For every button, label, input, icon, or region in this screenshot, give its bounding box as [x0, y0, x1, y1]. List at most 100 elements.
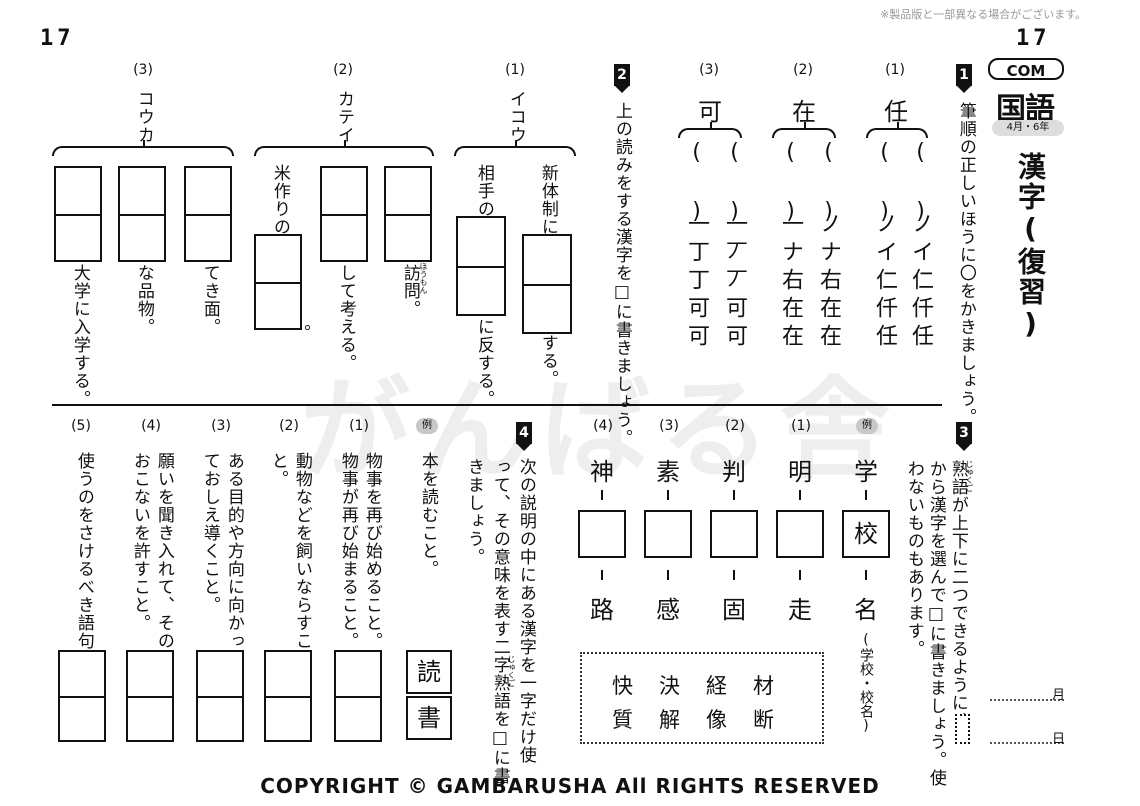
q4-item4-num: (4): [141, 418, 161, 434]
q1-item3-opt-b: 一丁丁可可: [684, 212, 709, 352]
q1-badge: 1: [956, 64, 972, 93]
q3-instruction-1: 熟語が上下に二つできるように、: [947, 460, 968, 730]
q3-item1-dash-bottom: [799, 570, 801, 580]
q2-item2-c2: して考える。: [335, 264, 356, 372]
q3-example-bottom: 名: [854, 596, 878, 624]
q3-item3-bottom: 感: [656, 596, 680, 624]
q3-instruction-3: わないものもあります。: [903, 460, 924, 658]
q2-item2-brace: [254, 140, 434, 156]
q4-item1-text2: 物事が再び始まること。: [337, 452, 358, 650]
q2-item2-box2[interactable]: [320, 166, 368, 262]
q4-ruby: じゅくご: [507, 655, 516, 687]
q3-instruction-2: から漢字を選んで□に書きましょう。使: [925, 460, 946, 787]
q3-item4-dash-bottom: [601, 570, 603, 580]
q4-item4-box[interactable]: [126, 650, 174, 742]
q4-item3-box[interactable]: [196, 650, 244, 742]
q4-item4-text2: おこないを許すこと。: [129, 452, 150, 632]
q2-item3-c3: 大学に入学する。: [69, 264, 90, 408]
q3-item2-dash-top: [733, 490, 735, 500]
q3-instruction-box: [955, 714, 970, 744]
q3-words-row1: 材経決快: [612, 674, 800, 698]
q4-item5-box[interactable]: [58, 650, 106, 742]
q3-item4-num: (4): [593, 418, 613, 434]
q4-item3-text2: ておしえ導くこと。: [199, 452, 220, 614]
q3-ruby: じゅくご: [965, 460, 974, 492]
q1-item3-paren-b[interactable]: ( ): [684, 140, 709, 230]
q1-item1-brace: [866, 122, 928, 138]
q3-item3-box[interactable]: [644, 510, 692, 558]
q3-item3-dash-bottom: [667, 570, 669, 580]
q3-item1-num: (1): [791, 418, 811, 434]
q3-item1-box[interactable]: [776, 510, 824, 558]
q1-item1-paren-b[interactable]: ( ): [872, 140, 897, 230]
page-title: 漢字(復習): [1014, 152, 1047, 342]
q3-item2-bottom: 固: [722, 596, 746, 624]
q4-item2-box[interactable]: [264, 650, 312, 742]
q1-instruction: 筆順の正しいほうに〇をかきましょう。: [955, 102, 976, 426]
day-line: [990, 742, 1064, 744]
q4-example-ans1: 読: [406, 650, 452, 694]
q2-item1-box2[interactable]: [456, 216, 506, 316]
q3-word-box: [580, 652, 824, 744]
q1-item3-paren-a[interactable]: ( ): [722, 140, 747, 230]
q3-item2-box[interactable]: [710, 510, 758, 558]
q1-item3-opt-a: 一丆丆可可: [722, 212, 747, 352]
q2-item3-box2[interactable]: [118, 166, 166, 262]
q3-item1-dash-top: [799, 490, 801, 500]
q2-item3-box3[interactable]: [54, 166, 102, 262]
q1-item2-opt-b: 一ナ右在在: [778, 212, 803, 352]
q4-item3-text1: ある目的や方向に向かっ: [223, 452, 244, 650]
q2-item1-c2: 相手の: [473, 164, 494, 218]
q4-example-label: 例: [416, 418, 438, 434]
copyright: COPYRIGHT © GAMBARUSHA All RIGHTS RESERV…: [260, 774, 880, 798]
q2-item1-num: (1): [505, 62, 525, 78]
q3-item1-bottom: 走: [788, 596, 812, 624]
q2-item3-brace: [52, 140, 234, 156]
q2-item1-brace: [454, 140, 576, 156]
q3-item3-top: 素: [656, 458, 680, 486]
q2-instruction: 上の読みをする漢字を□に書きましょう。: [611, 102, 632, 447]
q4-item1-text1: 物事を再び始めること。: [361, 452, 382, 650]
month-label: 月: [1052, 688, 1066, 703]
q3-words-row2: 断像解質: [612, 708, 800, 732]
q3-example-top: 学: [854, 458, 878, 486]
q3-example-dash-bottom: [865, 570, 867, 580]
q3-item4-box[interactable]: [578, 510, 626, 558]
q2-item2-c3b: 。: [289, 324, 310, 342]
q3-item3-num: (3): [659, 418, 679, 434]
month-line: [990, 699, 1064, 701]
q3-item4-bottom: 路: [590, 596, 614, 624]
q4-example-text: 本を読むこと。: [417, 452, 438, 578]
q4-item3-num: (3): [211, 418, 231, 434]
q2-item3-reading: コウカ: [133, 90, 154, 144]
q2-item1-c1b: する。: [537, 334, 558, 388]
q1-item2-brace: [772, 122, 836, 138]
q4-example-ans2: 書: [406, 696, 452, 740]
q1-item1-num: (1): [885, 62, 905, 78]
q2-item3-box1[interactable]: [184, 166, 232, 262]
q3-item2-dash-bottom: [733, 570, 735, 580]
q2-item2-c3: 米作りの: [269, 164, 290, 236]
section-divider: [52, 404, 942, 406]
q1-item2-paren-a[interactable]: ( ): [816, 140, 841, 230]
q4-item5-num: (5): [71, 418, 91, 434]
q3-item3-dash-top: [667, 490, 669, 500]
q1-item1-paren-a[interactable]: ( ): [908, 140, 933, 230]
q3-example-note: (学校・校名): [858, 632, 874, 734]
q2-item3-num: (3): [133, 62, 153, 78]
q2-item2-num: (2): [333, 62, 353, 78]
watermark: がんばる舎: [300, 366, 900, 494]
q1-item2-paren-b[interactable]: ( ): [778, 140, 803, 230]
q1-item2-opt-a: ノナ右在在: [816, 212, 841, 352]
q2-item2-box3[interactable]: [254, 234, 302, 330]
q2-item2-ruby: ほうもん: [419, 262, 428, 294]
q3-item4-top: 神: [590, 458, 614, 486]
q4-badge: 4: [516, 422, 532, 451]
q2-item1-box1[interactable]: [522, 234, 572, 334]
q2-item2-box1[interactable]: [384, 166, 432, 262]
q2-item1-c2b: に反する。: [473, 318, 494, 408]
q4-item1-num: (1): [349, 418, 369, 434]
q4-item1-box[interactable]: [334, 650, 382, 742]
q2-badge: 2: [614, 64, 630, 93]
q1-item1-opt-b: ノイ仁仟任: [872, 212, 897, 352]
